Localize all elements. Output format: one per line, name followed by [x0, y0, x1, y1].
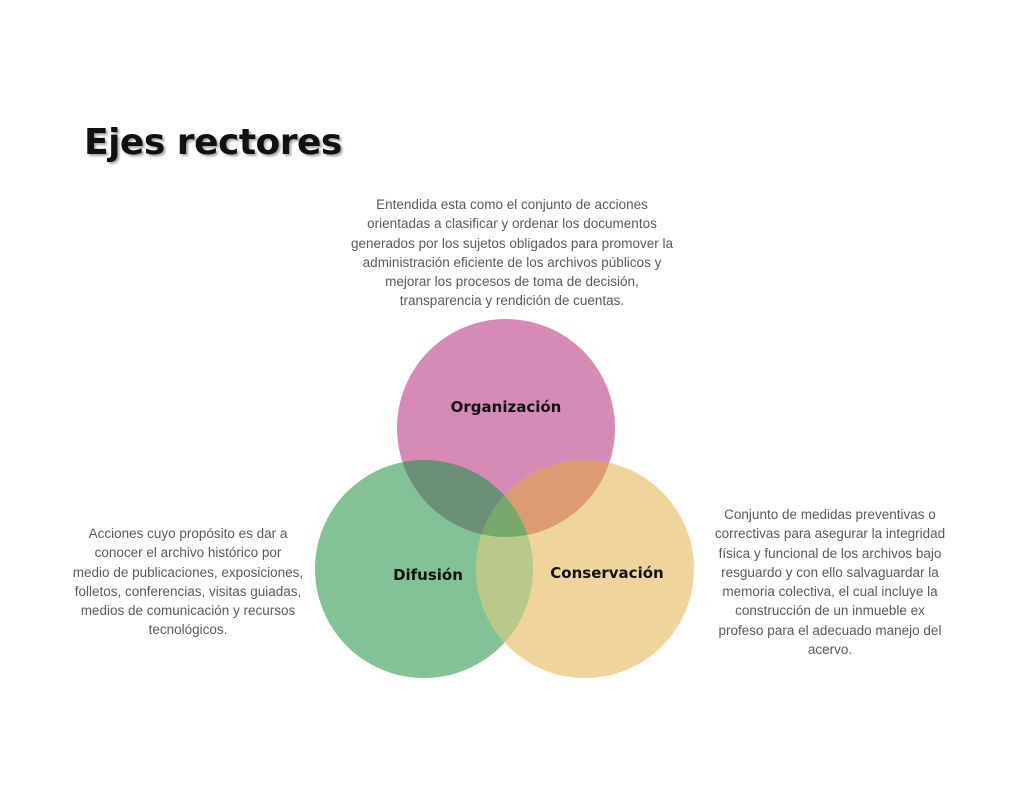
description-line: transparencia y rendición de cuentas. — [399, 293, 625, 309]
description-line: memoria colectiva, el cual incluye la — [722, 584, 938, 600]
description-line: generados por los sujetos obligados para… — [351, 235, 673, 251]
conservacion-label: Conservación — [550, 564, 663, 582]
description-line: acervo. — [807, 642, 853, 658]
description-line: correctivas para asegurar la integridad — [714, 526, 946, 542]
description-line: folletos, conferencias, visitas guiadas, — [74, 583, 302, 599]
description-line: conocer el archivo histórico por — [94, 545, 282, 561]
organizacion-description: Entendida esta como el conjunto de accio… — [322, 195, 702, 311]
overlap-organizacion-conservacion — [476, 460, 615, 537]
page-title: Ejes rectores — [84, 122, 342, 163]
description-line: orientadas a clasificar y ordenar los do… — [367, 216, 657, 232]
overlap-organizacion-difusion — [397, 460, 533, 537]
description-line: profeso para el adecuado manejo del — [718, 622, 942, 638]
difusion-description: Acciones cuyo propósito es dar a conocer… — [52, 524, 324, 640]
description-line: física y funcional de los archivos bajo — [718, 545, 942, 561]
description-line: resguardo y con ello salvaguardar la — [721, 564, 939, 580]
difusion-label: Difusión — [393, 566, 463, 584]
description-line: Acciones cuyo propósito es dar a — [88, 526, 288, 541]
description-line: medios de comunicación y recursos — [80, 603, 296, 619]
description-line: tecnológicos. — [148, 622, 228, 638]
description-line: administración eficiente de los archivos… — [362, 254, 662, 270]
description-line: Entendida esta como el conjunto de accio… — [376, 197, 648, 212]
description-line: Conjunto de medidas preventivas o — [724, 507, 936, 522]
description-line: mejorar los procesos de toma de decisión… — [385, 274, 639, 290]
organizacion-label: Organización — [451, 398, 562, 416]
description-line: medio de publicaciones, exposiciones, — [72, 564, 304, 580]
conservacion-description: Conjunto de medidas preventivas o correc… — [688, 505, 972, 659]
description-line: construcción de un inmueble ex — [735, 603, 925, 619]
